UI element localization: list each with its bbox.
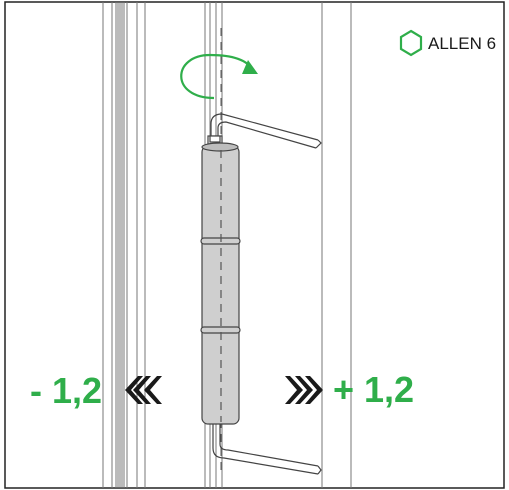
adjust-plus-label: + 1,2 (333, 369, 415, 410)
diagram-frame (4, 1, 505, 489)
frame-profile-left (102, 2, 146, 488)
allen-key-bottom (212, 424, 322, 475)
frame-profile-right (321, 2, 352, 488)
left-double-chevron-icon (125, 376, 162, 404)
rotation-arrow-icon (180, 53, 258, 100)
hinge-barrel (200, 142, 241, 425)
hexagon-icon (399, 29, 423, 57)
tool-label: ALLEN 6 (428, 34, 497, 53)
adjust-minus-label: - 1,2 (30, 370, 103, 411)
right-double-chevron-icon (285, 376, 323, 404)
